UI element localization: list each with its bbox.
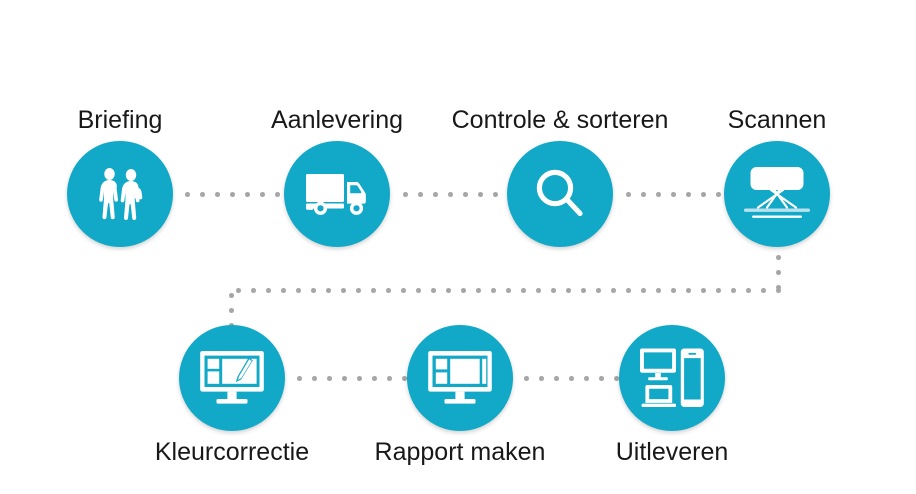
step-label-scannen: Scannen: [727, 106, 827, 134]
step-node-kleurcorrectie[interactable]: Kleurcorrectie: [155, 325, 309, 466]
connector-scannen-drop: [776, 250, 781, 290]
monitor-with-layout-icon: [427, 349, 493, 407]
scannen-circle[interactable]: [724, 141, 830, 247]
connector-rapport-to-uitleveren: [519, 376, 619, 381]
step-node-controle-sorteren[interactable]: Controle & sorteren: [452, 106, 668, 247]
step-node-aanlevering[interactable]: Aanlevering: [271, 106, 403, 247]
step-label-aanlevering: Aanlevering: [270, 106, 404, 134]
connector-briefing-to-aanlevering: [180, 192, 285, 197]
step-label-kleurcorrectie: Kleurcorrectie: [154, 438, 310, 466]
kleurcorrectie-circle[interactable]: [179, 325, 285, 431]
step-label-briefing: Briefing: [77, 106, 163, 134]
step-label-controle-sorteren: Controle & sorteren: [451, 106, 669, 134]
step-node-rapport-maken[interactable]: Rapport maken: [375, 325, 545, 466]
overhead-scanner-icon: [740, 163, 814, 225]
monitor-with-stylus-icon: [199, 349, 265, 407]
delivery-truck-icon: [304, 169, 370, 219]
connector-aanlevering-to-controle: [398, 192, 506, 197]
step-node-scannen[interactable]: Scannen: [724, 106, 830, 247]
magnifying-glass-icon: [530, 164, 590, 224]
controle-sorteren-circle[interactable]: [507, 141, 613, 247]
step-node-uitleveren[interactable]: Uitleveren: [616, 325, 728, 466]
connector-kleurcorrectie-to-rapport: [292, 376, 407, 381]
connector-row-bridge: [231, 288, 781, 293]
connector-kleurcorrectie-drop: [229, 288, 234, 326]
step-label-uitleveren: Uitleveren: [615, 438, 729, 466]
two-people-icon: [89, 163, 151, 225]
connector-controle-to-scannen: [621, 192, 726, 197]
rapport-maken-circle[interactable]: [407, 325, 513, 431]
aanlevering-circle[interactable]: [284, 141, 390, 247]
multi-device-icon: [640, 347, 704, 409]
step-node-briefing[interactable]: Briefing: [67, 106, 173, 247]
briefing-circle[interactable]: [67, 141, 173, 247]
step-label-rapport-maken: Rapport maken: [374, 438, 546, 466]
uitleveren-circle[interactable]: [619, 325, 725, 431]
